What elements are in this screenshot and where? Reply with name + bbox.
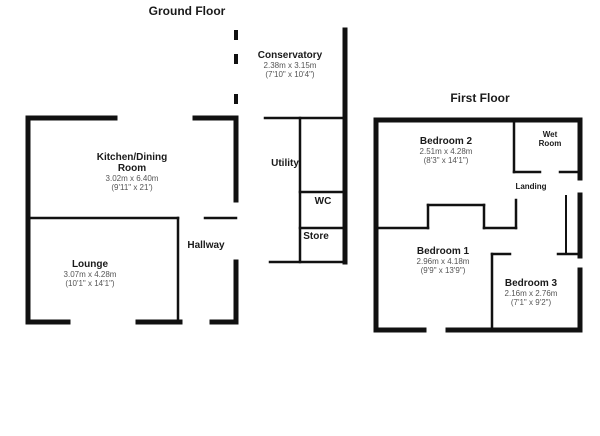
kitchen-label: Kitchen/Dining Room 3.02m x 6.40m (9'11"…	[82, 152, 182, 192]
lounge-size-metric: 3.07m x 4.28m	[63, 270, 117, 279]
utility-label: Utility	[271, 158, 299, 169]
bedroom3-label: Bedroom 3 2.16m x 2.76m (7'1" x 9'2")	[496, 278, 566, 307]
bedroom2-name: Bedroom 2	[419, 136, 473, 147]
lounge-label: Lounge 3.07m x 4.28m (10'1" x 14'1")	[50, 259, 130, 288]
bedroom2-size-metric: 2.51m x 4.28m	[419, 147, 473, 156]
bedroom1-size-imperial: (9'9" x 13'9")	[420, 266, 466, 275]
bedroom1-name: Bedroom 1	[416, 246, 470, 257]
kitchen-size-metric: 3.02m x 6.40m	[105, 174, 159, 183]
wc-label: WC	[314, 196, 332, 207]
ground-floor-walls	[25, 27, 348, 325]
conservatory-name: Conservatory	[257, 50, 323, 61]
ground-floor-title: Ground Floor	[148, 4, 226, 18]
store-label: Store	[303, 231, 329, 242]
first-floor-title: First Floor	[450, 91, 510, 105]
bedroom3-size-metric: 2.16m x 2.76m	[504, 289, 558, 298]
wet-room-name: Wet	[542, 130, 558, 139]
bedroom1-label: Bedroom 1 2.96m x 4.18m (9'9" x 13'9")	[400, 246, 486, 275]
first-floor-walls	[373, 117, 583, 333]
conservatory-size-imperial: (7'10" x 10'4")	[265, 70, 315, 79]
kitchen-name-line2: Room	[117, 163, 147, 174]
wet-room-name-line2: Room	[538, 139, 562, 148]
bedroom1-size-metric: 2.96m x 4.18m	[416, 257, 470, 266]
kitchen-name: Kitchen/Dining	[96, 152, 168, 163]
bedroom3-name: Bedroom 3	[504, 278, 558, 289]
lounge-name: Lounge	[71, 259, 109, 270]
conservatory-label: Conservatory 2.38m x 3.15m (7'10" x 10'4…	[245, 50, 335, 79]
bedroom3-size-imperial: (7'1" x 9'2")	[510, 298, 552, 307]
conservatory-size-metric: 2.38m x 3.15m	[263, 61, 317, 70]
wet-room-label: Wet Room	[530, 130, 570, 148]
lounge-size-imperial: (10'1" x 14'1")	[65, 279, 115, 288]
hallway-label: Hallway	[187, 240, 225, 251]
kitchen-size-imperial: (9'11" x 21')	[111, 183, 153, 192]
bedroom2-size-imperial: (8'3" x 14'1")	[423, 156, 469, 165]
bedroom2-label: Bedroom 2 2.51m x 4.28m (8'3" x 14'1")	[406, 136, 486, 165]
landing-label: Landing	[515, 182, 547, 191]
